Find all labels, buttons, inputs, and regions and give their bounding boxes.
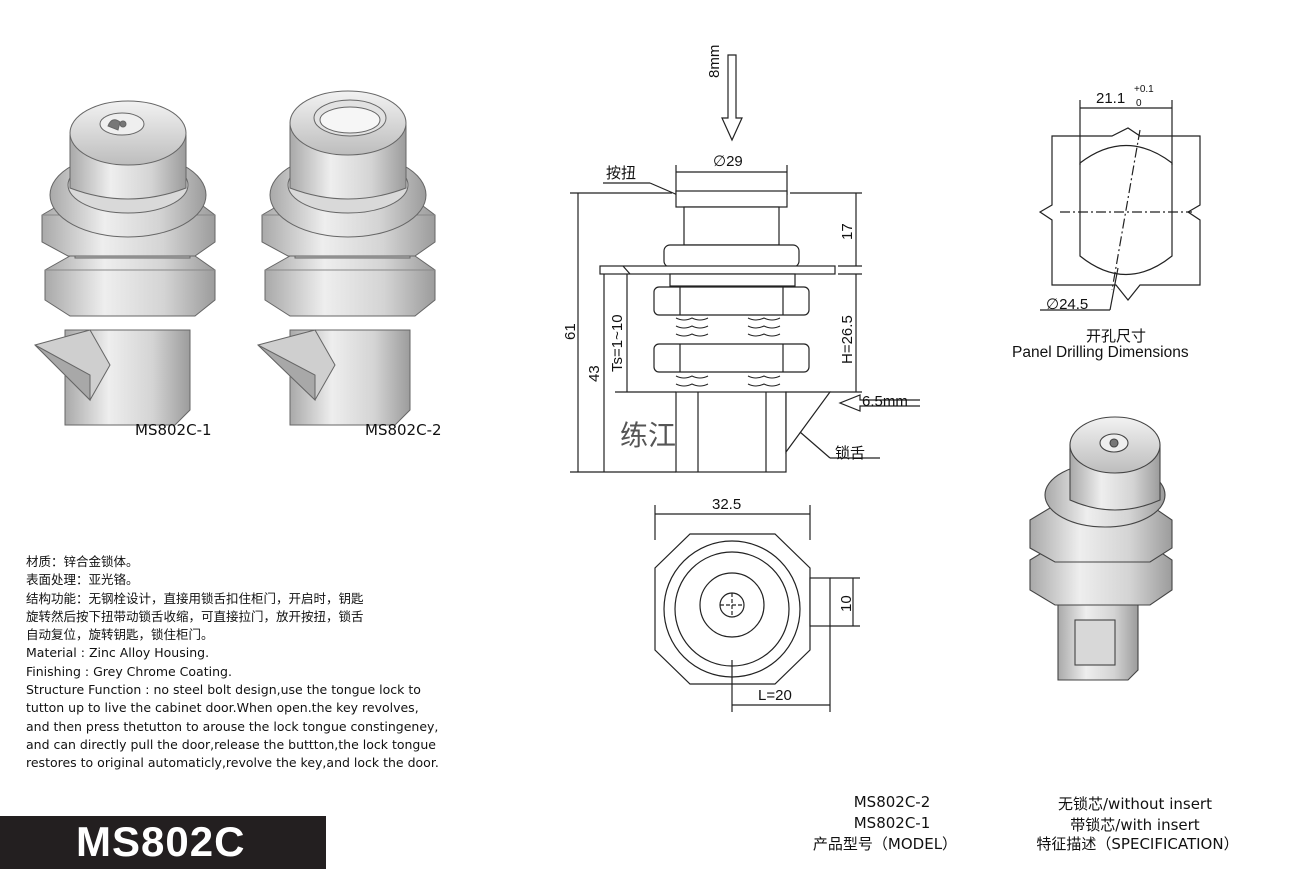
table-row1-spec: 无锁芯/without insert	[1058, 795, 1212, 813]
table-row2-model: MS802C-1	[853, 814, 931, 832]
tolerance-upper: +0.1	[1134, 84, 1154, 95]
button-label: 按扭	[606, 164, 637, 182]
table-header-spec: 特征描述（SPECIFICATION）	[1036, 835, 1239, 853]
product-description: 材质：锌合金锁体。 表面处理：亚光铬。 结构功能：无钢栓设计，直接用锁舌扣住柜门…	[26, 553, 496, 773]
table-header-model: 产品型号（MODEL）	[812, 835, 958, 853]
desc-line: 结构功能：无钢栓设计，直接用锁舌扣住柜门，开启时，钥匙	[26, 590, 364, 606]
desc-line: Material : Zinc Alloy Housing.	[26, 645, 210, 661]
height-17-label: 17	[839, 223, 856, 240]
model-banner-text: MS802C	[76, 818, 246, 865]
panel-drilling-title-cn: 开孔尺寸	[1086, 327, 1147, 345]
desc-line: 材质：锌合金锁体。	[26, 554, 139, 569]
desc-line: Structure Function : no steel bolt desig…	[26, 682, 421, 698]
length-label: L=20	[758, 687, 792, 704]
desc-line: restores to original automaticly,revolve…	[26, 755, 439, 771]
diameter-29-label: ∅29	[713, 153, 743, 170]
diameter-24-5-label: ∅24.5	[1046, 296, 1089, 313]
desc-line: and then press thetutton to arouse the l…	[26, 718, 439, 734]
desc-line: and can directly pull the door,release t…	[26, 736, 436, 752]
desc-line: tutton up to live the cabinet door.When …	[26, 700, 419, 716]
panel-drilling-drawing	[1038, 100, 1201, 311]
tongue-offset-label: 6.5mm	[862, 393, 908, 410]
height-61-label: 61	[562, 323, 579, 340]
lock-render-isometric	[1029, 416, 1173, 681]
brand-mark: 练江	[620, 419, 677, 452]
bottom-view-drawing	[654, 505, 860, 712]
desc-line: 表面处理：亚光铬。	[26, 572, 139, 588]
desc-line: Finishing : Grey Chrome Coating.	[26, 663, 232, 679]
h-value-label: H=26.5	[839, 315, 856, 364]
desc-line: 自动复位，旋转钥匙，锁住柜门。	[26, 627, 214, 643]
ts-range-label: Ts=1~10	[609, 314, 626, 372]
push-distance-label: 8mm	[706, 44, 723, 78]
label-ms802c-1: MS802C-1	[135, 421, 212, 439]
desc-line: 旋转然后按下扭带动锁舌收缩，可直接拉门，放开按扭，锁舌	[26, 608, 364, 624]
tongue-width-label: 10	[838, 595, 855, 612]
label-ms802c-2: MS802C-2	[365, 421, 442, 439]
table-row2-spec: 带锁芯/with insert	[1070, 816, 1200, 834]
side-view-drawing	[570, 54, 920, 473]
width-32-5-label: 32.5	[712, 496, 742, 513]
panel-drilling-title-en: Panel Drilling Dimensions	[1012, 344, 1189, 361]
height-43-label: 43	[586, 365, 603, 382]
table-row1-model: MS802C-2	[853, 793, 931, 811]
tolerance-lower: 0	[1136, 98, 1142, 109]
width-21-1-label: 21.1 +0.1 0	[1096, 84, 1154, 109]
tongue-label: 锁舌	[835, 444, 866, 462]
lock-render-without-insert	[257, 90, 436, 426]
lock-render-with-insert	[34, 100, 216, 426]
model-banner: MS802C	[0, 816, 326, 869]
